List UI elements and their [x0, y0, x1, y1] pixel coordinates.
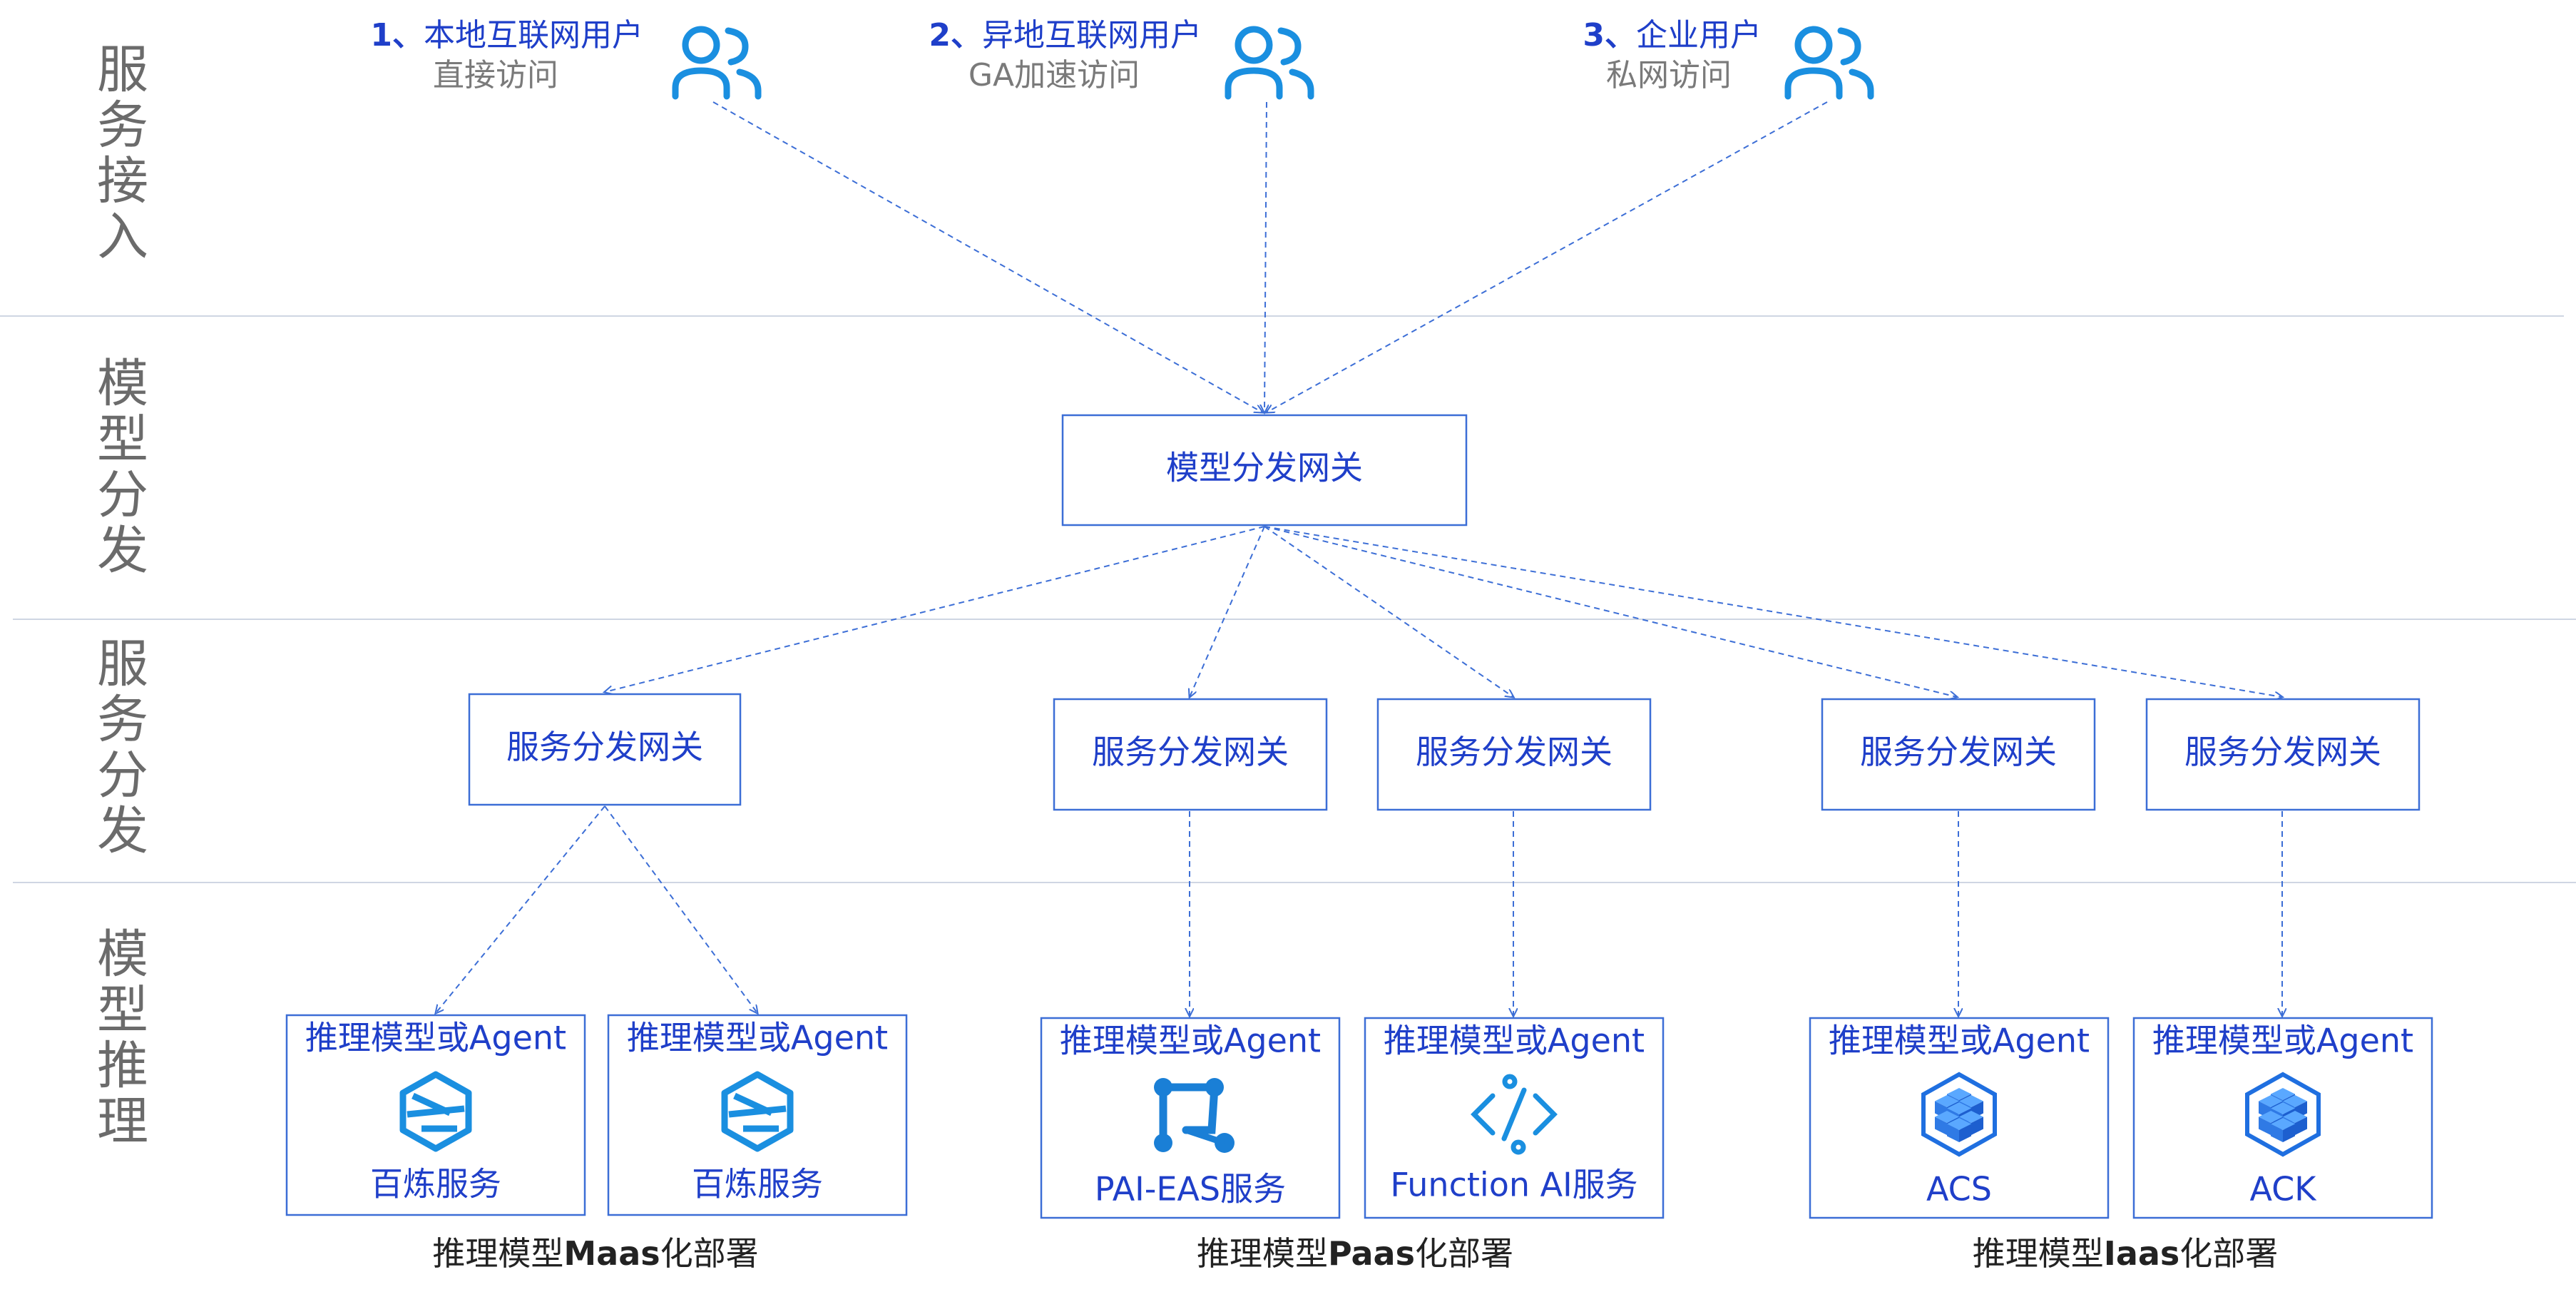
lane-label-char: 发 — [97, 521, 148, 581]
service-gateway-box[interactable] — [1821, 698, 2096, 811]
inference-box-frame[interactable] — [285, 1014, 586, 1216]
lane-label-char: 接 — [97, 151, 148, 211]
inference-name: ACS — [1926, 1170, 1992, 1209]
flow-arrow — [1267, 101, 1828, 412]
bailian-icon — [721, 1071, 794, 1152]
service-gateway-box[interactable] — [468, 693, 742, 806]
service-gateway[interactable]: 服务分发网关 — [2145, 698, 2421, 811]
deployment-caption: 推理模型Paas化部署 — [1197, 1234, 1513, 1273]
deployment-captions: 推理模型Maas化部署 推理模型Paas化部署 推理模型Iaas化部署 — [432, 1234, 2278, 1273]
model-distribution-gateway[interactable]: 模型分发网关 — [1061, 414, 1468, 527]
lane-label-char: 务 — [97, 96, 148, 156]
lane-label-char: 推 — [97, 1036, 148, 1096]
user-subtitle: 直接访问 — [433, 57, 558, 93]
inference-title: 推理模型或Agent — [2152, 1022, 2413, 1060]
lane-label-char: 服 — [97, 634, 148, 694]
lane-label-char: 模 — [97, 925, 148, 985]
flow-arrow — [605, 526, 1265, 692]
deployment-caption: 推理模型Iaas化部署 — [1973, 1234, 2279, 1273]
lane-label: 服务分发 — [97, 634, 148, 861]
flow-arrow — [1264, 526, 2282, 697]
service-gateway-label: 服务分发网关 — [1860, 733, 2057, 771]
service-gateway[interactable]: 服务分发网关 — [1821, 698, 2096, 811]
inference-name: ACK — [2250, 1170, 2318, 1209]
flow-arrow — [1190, 526, 1265, 697]
lane-dividers — [0, 315, 2576, 883]
lane-label-char: 服 — [97, 40, 148, 100]
user-title: 2、异地互联网用户 — [929, 17, 1202, 54]
inference-name: Function AI服务 — [1390, 1166, 1637, 1204]
inference-title: 推理模型或Agent — [1829, 1022, 2090, 1060]
inference-name: 百炼服务 — [370, 1165, 501, 1204]
lane-label-char: 务 — [97, 690, 148, 750]
pai-eas-icon — [1154, 1078, 1235, 1153]
inference-title: 推理模型或Agent — [305, 1019, 566, 1057]
service-gateway-label: 服务分发网关 — [1092, 733, 1289, 771]
lane-label-char: 分 — [97, 746, 148, 805]
service-gateways: 服务分发网关 服务分发网关 服务分发网关 服务分发网关 服务分发网关 — [468, 693, 2421, 811]
service-gateway-label: 服务分发网关 — [506, 728, 703, 766]
lane-label-char: 型 — [97, 980, 148, 1040]
user-title: 1、本地互联网用户 — [370, 17, 643, 54]
lane-label-char: 发 — [97, 801, 148, 861]
user-title: 3、企业用户 — [1583, 17, 1762, 54]
model-gateway-box[interactable] — [1061, 414, 1468, 527]
service-gateway-box[interactable] — [2145, 698, 2421, 811]
inference-title: 推理模型或Agent — [627, 1019, 888, 1057]
service-gateway[interactable]: 服务分发网关 — [1053, 698, 1328, 811]
service-gateway-label: 服务分发网关 — [1416, 733, 1612, 771]
inference-title: 推理模型或Agent — [1060, 1022, 1321, 1060]
inference-name: 百炼服务 — [692, 1165, 823, 1204]
service-gateway[interactable]: 服务分发网关 — [468, 693, 742, 806]
users-icon — [672, 26, 762, 100]
inference-box-frame[interactable] — [1040, 1017, 1341, 1219]
flow-arrow — [436, 805, 605, 1013]
function-ai-icon — [1471, 1074, 1558, 1155]
lane-label: 模型分发 — [97, 354, 148, 581]
flow-arrow — [712, 101, 1262, 412]
flow-arrow — [1264, 526, 1513, 697]
service-gateway-box[interactable] — [1053, 698, 1328, 811]
flow-arrow — [604, 805, 757, 1013]
deployment-caption: 推理模型Maas化部署 — [432, 1234, 758, 1273]
inference-name: PAI-EAS服务 — [1095, 1170, 1286, 1209]
flow-arrow — [1264, 101, 1267, 412]
flow-arrow — [1264, 526, 1957, 697]
lane-label-char: 分 — [97, 465, 148, 525]
lane-label-char: 型 — [97, 410, 148, 469]
inference-services: 推理模型或Agent 百炼服务 推理模型或Agent 百炼服务 推理模型或AgentPA… — [285, 1014, 2433, 1219]
cube-icon — [1921, 1072, 1997, 1157]
lane-label-char: 模 — [97, 354, 148, 414]
cube-icon — [2245, 1072, 2321, 1157]
lane-label-char: 理 — [97, 1092, 148, 1151]
flow-arrows — [436, 101, 2282, 1016]
service-gateway-label: 服务分发网关 — [2184, 733, 2381, 771]
bailian-icon — [399, 1071, 472, 1152]
service-gateway-box[interactable] — [1376, 698, 1652, 811]
inference-title: 推理模型或Agent — [1384, 1022, 1645, 1060]
model-gateway-label: 模型分发网关 — [1166, 449, 1363, 487]
service-gateway[interactable]: 服务分发网关 — [1376, 698, 1652, 811]
lane-label-char: 入 — [97, 207, 148, 267]
users-icon — [1225, 26, 1314, 100]
inference-box[interactable]: 推理模型或Agent 百炼服务 — [607, 1014, 908, 1216]
inference-box-frame[interactable] — [607, 1014, 908, 1216]
user-subtitle: GA加速访问 — [968, 57, 1140, 93]
inference-box[interactable]: 推理模型或Agent 百炼服务 — [285, 1014, 586, 1216]
users-icon — [1784, 26, 1874, 100]
user-subtitle: 私网访问 — [1606, 57, 1732, 93]
